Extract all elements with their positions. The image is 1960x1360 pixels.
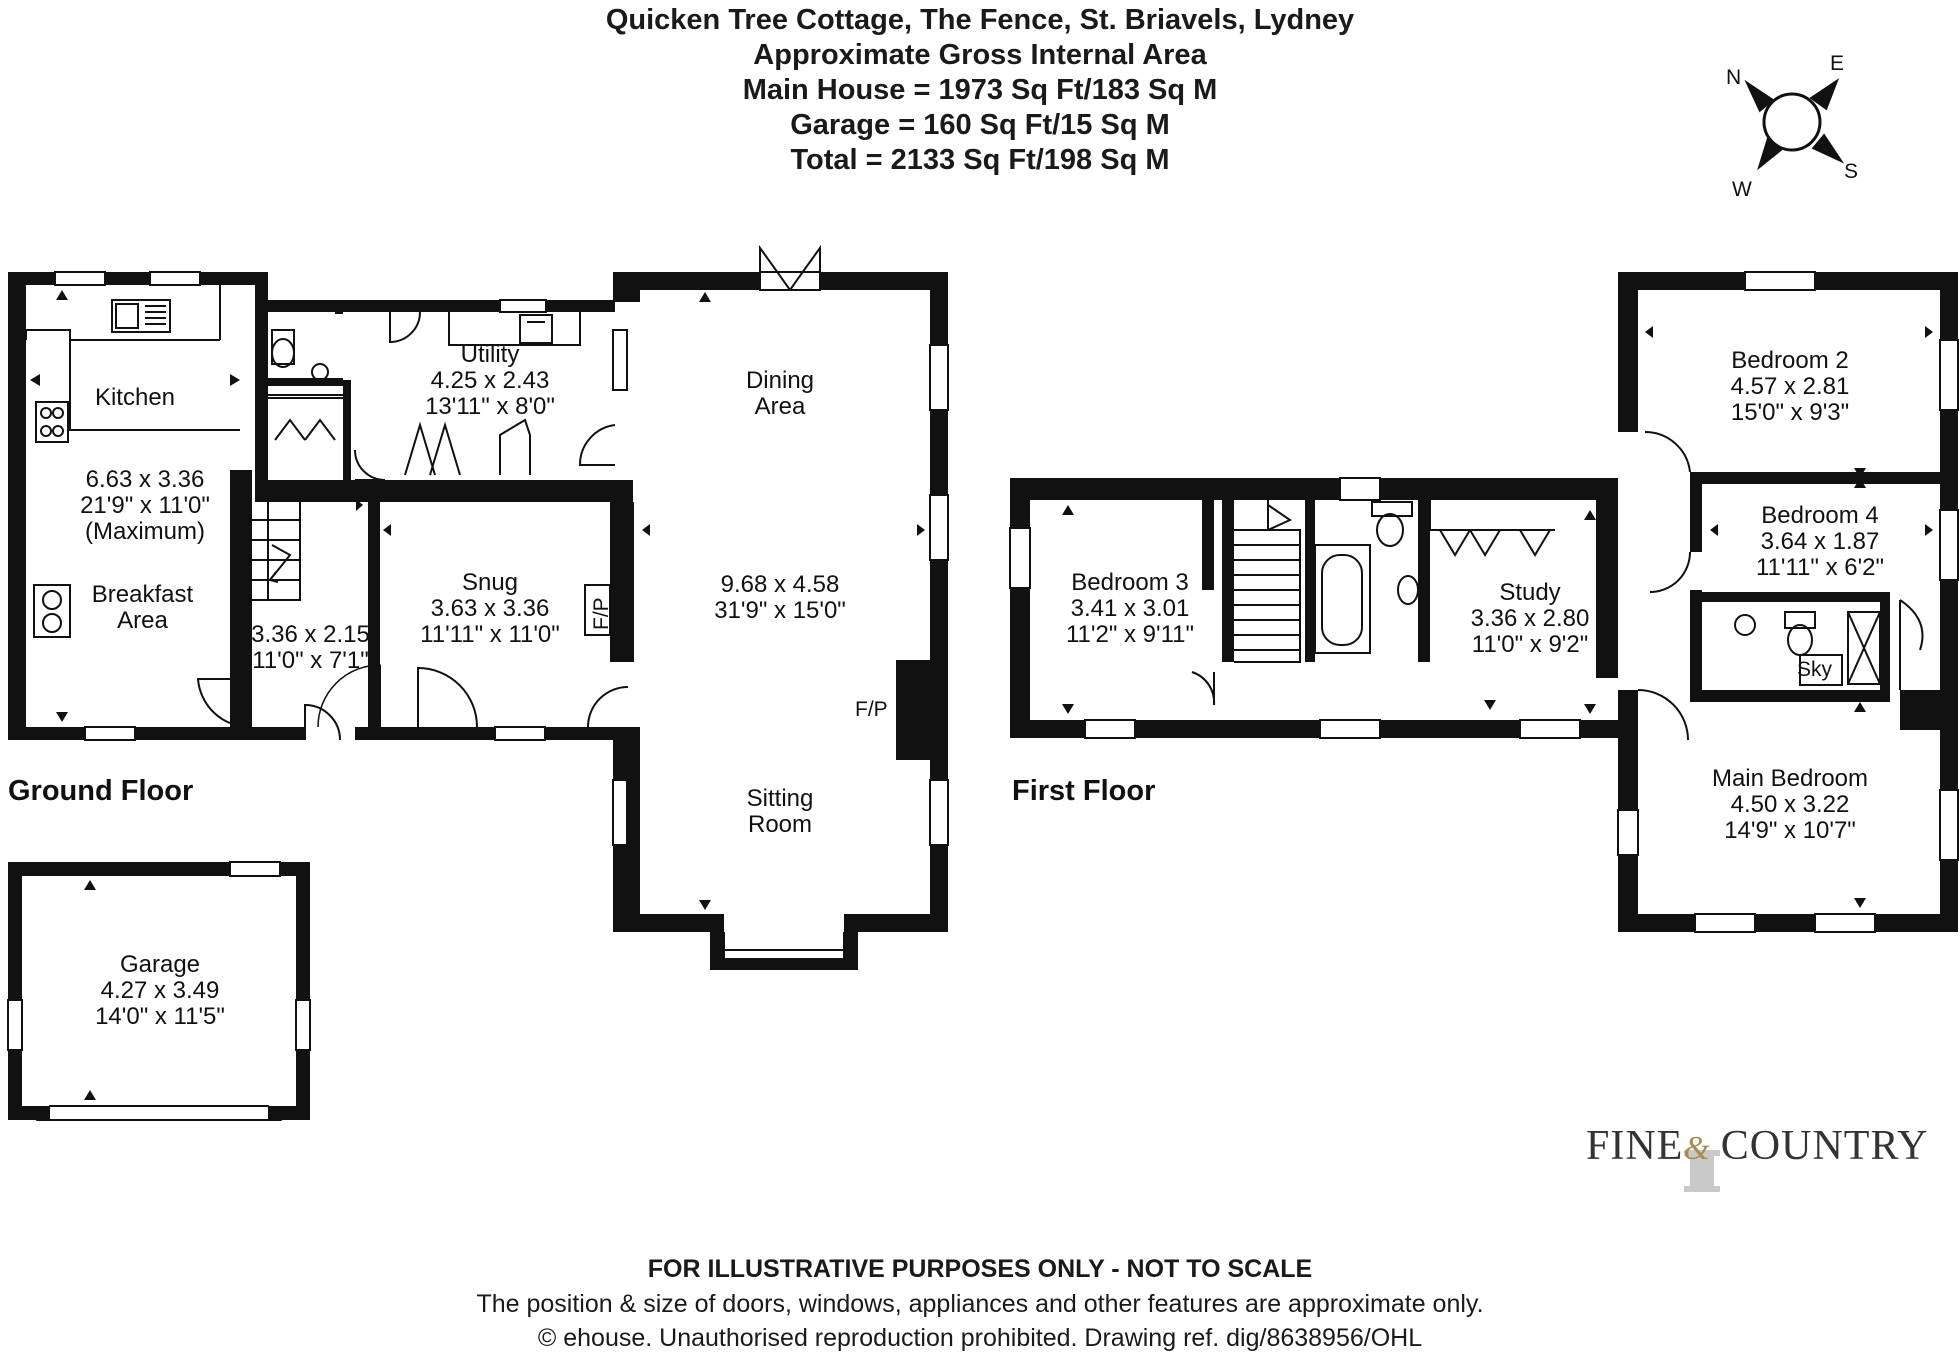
room-metric: 3.41 x 3.01 (1070, 595, 1190, 622)
room-metric: 4.50 x 3.22 (1730, 791, 1850, 818)
fixtures (25, 285, 1881, 686)
compass-south-label: S (1844, 160, 1859, 183)
room-garage: Garage 4.27 x 3.49 14'0" x 11'5" (70, 952, 250, 1030)
room-name: Bedroom 4 (1761, 502, 1879, 529)
room-name: Sitting (746, 785, 814, 812)
room-bedroom-3: Bedroom 3 3.41 x 3.01 11'2" x 9'11" (1040, 570, 1220, 648)
room-metric: 9.68 x 4.58 (720, 571, 840, 598)
skylight-label: Sky (1797, 658, 1833, 681)
room-imperial: 21'9" x 11'0" (80, 492, 210, 519)
room-metric: 3.64 x 1.87 (1760, 528, 1880, 555)
compass-east-label: E (1830, 52, 1845, 75)
room-sitting-room: Sitting Room (720, 786, 840, 838)
room-study: Study 3.36 x 2.80 11'0" x 9'2" (1440, 580, 1620, 658)
main-house-area: Main House = 1973 Sq Ft/183 Sq M (742, 74, 1218, 106)
room-metric: 4.25 x 2.43 (430, 367, 550, 394)
room-kitchen-dimensions: 6.63 x 3.36 21'9" x 11'0" (Maximum) (50, 467, 240, 545)
room-bedroom-4: Bedroom 4 3.64 x 1.87 11'11" x 6'2" (1720, 503, 1920, 581)
area-heading: Approximate Gross Internal Area (753, 39, 1207, 71)
room-imperial: 11'2" x 9'11" (1065, 621, 1195, 648)
brand-part1: FINE (1586, 1123, 1684, 1169)
snug-fireplace-label: F/P (590, 597, 613, 630)
first-floor-label: First Floor (1012, 775, 1156, 807)
garage-door (35, 1105, 283, 1121)
room-metric: 3.36 x 2.80 (1470, 605, 1590, 632)
room-metric: 4.27 x 3.49 (100, 977, 220, 1004)
room-imperial: 13'11" x 8'0" (425, 393, 555, 420)
room-bedroom-2: Bedroom 2 4.57 x 2.81 15'0" x 9'3" (1690, 348, 1890, 426)
fine-and-country-logo: FINE&COUNTRY (1586, 1122, 1929, 1170)
disclaimer-text: The position & size of doors, windows, a… (476, 1290, 1484, 1318)
room-name: Bedroom 2 (1731, 347, 1849, 374)
room-imperial: 11'11" x 6'2" (1755, 554, 1885, 581)
room-name: Breakfast (91, 581, 194, 608)
room-breakfast-area: Breakfast Area (70, 582, 215, 634)
room-kitchen: Kitchen (60, 385, 210, 411)
room-name-line2: Area (754, 393, 806, 420)
room-name: Garage (119, 951, 201, 978)
room-metric: 4.57 x 2.81 (1730, 373, 1850, 400)
walls (8, 272, 1958, 1120)
garage-area: Garage = 160 Sq Ft/15 Sq M (790, 109, 1170, 141)
copyright-text: © ehouse. Unauthorised reproduction proh… (537, 1324, 1423, 1352)
brand-ampersand: & (1683, 1130, 1711, 1167)
room-snug: Snug 3.63 x 3.36 11'11" x 11'0" (400, 570, 580, 648)
room-name: Utility (460, 341, 520, 368)
room-note: (Maximum) (85, 518, 205, 545)
compass-west-label: W (1732, 178, 1752, 201)
brand-pillar (1684, 1150, 1720, 1192)
room-imperial: 11'11" x 11'0" (420, 621, 560, 648)
room-name: Snug (461, 569, 519, 596)
room-main-bedroom: Main Bedroom 4.50 x 3.22 14'9" x 10'7" (1680, 766, 1900, 844)
room-imperial: 11'0" x 9'2" (1471, 631, 1589, 658)
room-metric: 6.63 x 3.36 (85, 466, 205, 493)
disclaimer-heading: FOR ILLUSTRATIVE PURPOSES ONLY - NOT TO … (647, 1255, 1313, 1283)
room-name: Bedroom 3 (1071, 569, 1189, 596)
room-dining-area: Dining Area (720, 368, 840, 420)
door-swings (196, 311, 1924, 741)
brand-part2: COUNTRY (1720, 1123, 1929, 1169)
room-name: Kitchen (94, 384, 176, 411)
room-imperial: 14'9" x 10'7" (1724, 817, 1856, 844)
room-imperial: 14'0" x 11'5" (95, 1003, 225, 1030)
room-imperial: 11'0" x 7'1" (252, 647, 369, 674)
total-area: Total = 2133 Sq Ft/198 Sq M (790, 144, 1170, 176)
room-metric: 3.63 x 3.36 (430, 595, 550, 622)
room-name-line2: Area (117, 607, 168, 634)
ground-floor-label: Ground Floor (8, 775, 194, 807)
ceiling-markers (30, 290, 1933, 1100)
sitting-fireplace-label: F/P (855, 698, 888, 721)
compass-north-label: N (1726, 66, 1742, 89)
french-doors (723, 244, 845, 958)
room-name-line2: Room (747, 811, 813, 838)
room-name: Main Bedroom (1711, 765, 1869, 792)
property-title: Quicken Tree Cottage, The Fence, St. Bri… (605, 4, 1355, 36)
compass-rose (1744, 78, 1845, 171)
room-imperial: 31'9" x 15'0" (714, 597, 846, 624)
room-utility: Utility 4.25 x 2.43 13'11" x 8'0" (400, 342, 580, 420)
room-dining-sitting-dimensions: 9.68 x 4.58 31'9" x 15'0" (695, 572, 865, 624)
room-metric: 3.36 x 2.15 (251, 621, 370, 648)
room-name: Study (1499, 579, 1561, 606)
room-imperial: 15'0" x 9'3" (1730, 399, 1850, 426)
room-hall: 3.36 x 2.15 11'0" x 7'1" (243, 622, 378, 674)
room-name: Dining (745, 367, 815, 394)
